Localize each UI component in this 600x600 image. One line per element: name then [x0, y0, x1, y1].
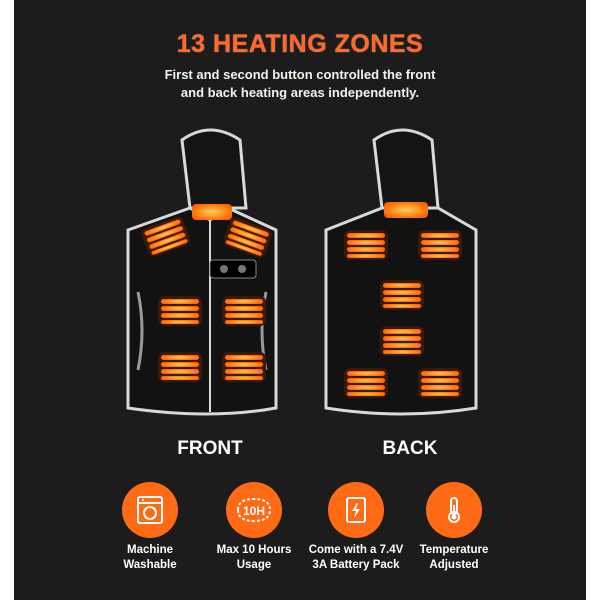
washing-machine-icon — [122, 482, 178, 538]
svg-text:10H: 10H — [243, 504, 265, 518]
battery-pack-icon — [328, 482, 384, 538]
feature-label: Temperature Adjusted — [419, 544, 489, 571]
subtitle-line-1: First and second button controlled the f… — [164, 67, 436, 82]
page-title: 13 HEATING ZONES — [176, 30, 424, 58]
feature-label: Max 10 Hours Usage — [216, 544, 292, 571]
back-vest — [324, 128, 478, 416]
feature-temperature: Temperature Adjusted — [399, 482, 509, 573]
subtitle-line-2: and back heating areas independently. — [180, 85, 420, 100]
feature-label: Come with a 7.4V 3A Battery Pack — [308, 544, 404, 571]
control-buttons — [209, 259, 257, 279]
feature-machine-washable: Machine Washable — [95, 482, 205, 573]
front-label: FRONT — [177, 438, 243, 459]
front-collar-pad — [192, 204, 232, 220]
back-label: BACK — [382, 438, 438, 459]
feature-battery-pack: Come with a 7.4V 3A Battery Pack — [301, 482, 411, 573]
product-panel: 13 HEATING ZONES First and second button… — [14, 0, 586, 600]
feature-max-hours: 10H Max 10 Hours Usage — [199, 482, 309, 573]
vest-illustrations — [126, 128, 478, 416]
feature-label: Machine Washable — [123, 544, 177, 571]
front-vest — [126, 128, 278, 416]
back-collar-pad — [384, 202, 428, 218]
subtitle: First and second button controlled the f… — [14, 66, 586, 102]
thermometer-icon — [426, 482, 482, 538]
10h-clock-icon: 10H — [226, 482, 282, 538]
